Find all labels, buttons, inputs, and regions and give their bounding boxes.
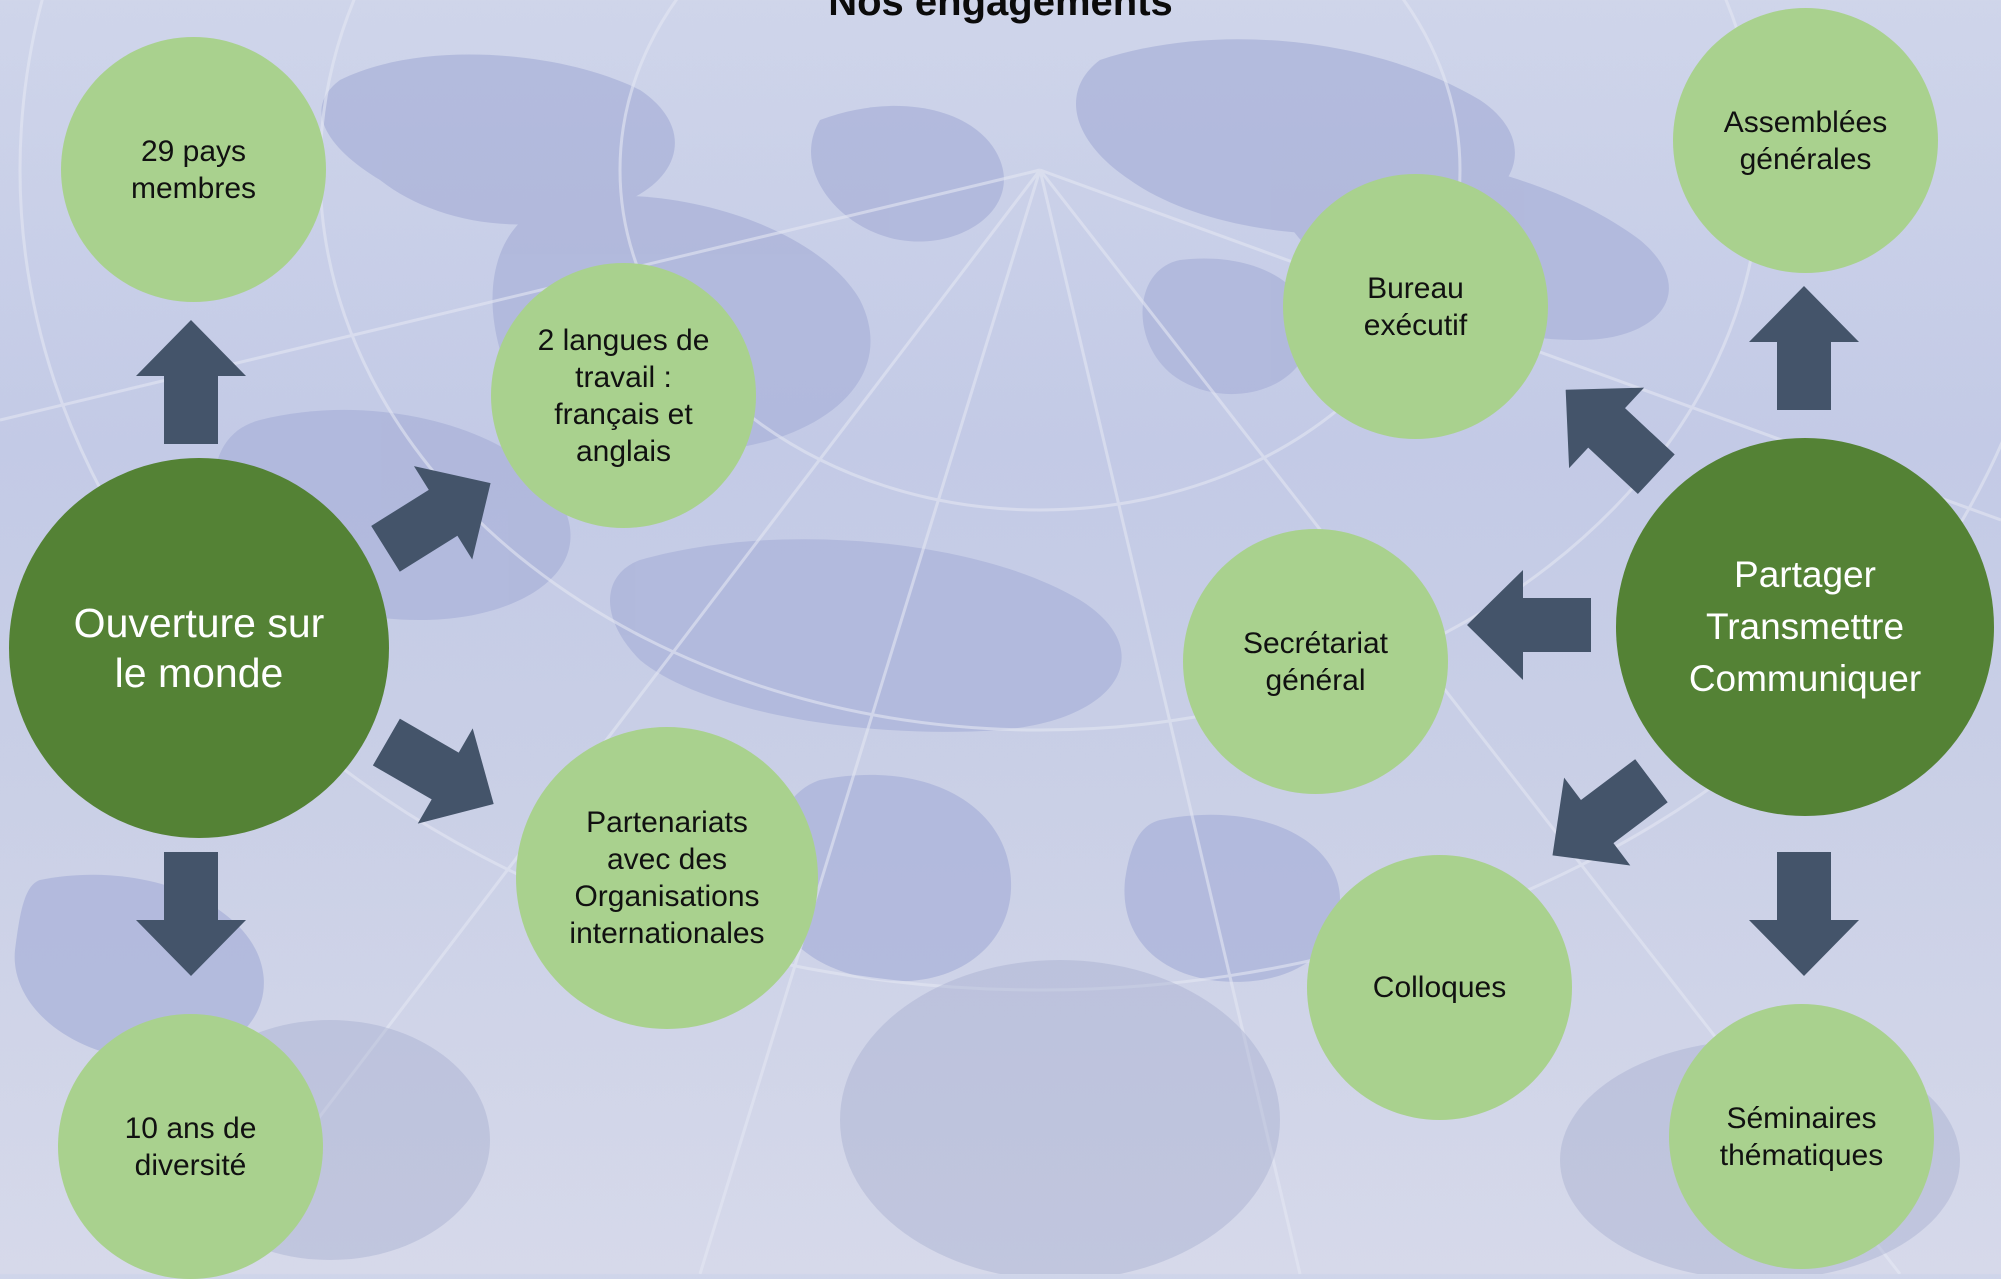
node-seminars: Séminaires thématiques — [1669, 1004, 1934, 1269]
hub-label: Partager Transmettre Communiquer — [1688, 554, 1922, 699]
node-member-countries: 29 pays membres — [61, 37, 326, 302]
node-label: Assemblées générales — [1723, 105, 1888, 176]
node-label: Colloques — [1372, 971, 1507, 1004]
arrow-up-icon — [1749, 286, 1859, 410]
node-label: 29 pays membres — [130, 134, 257, 205]
arrow-down-icon — [136, 852, 246, 976]
arrow-left-icon — [1467, 570, 1591, 680]
hub-openness: Ouverture sur le monde — [9, 458, 389, 838]
arrow-up-icon — [136, 320, 246, 444]
arrow-down-left-icon — [1519, 737, 1684, 899]
node-partnerships: Partenariats avec des Organisations inte… — [516, 727, 818, 1029]
hub-label: Ouverture sur le monde — [73, 600, 325, 696]
page-title: Nos engagements — [828, 0, 1173, 24]
hub-share: Partager Transmettre Communiquer — [1616, 438, 1994, 816]
node-label: Séminaires thématiques — [1719, 1101, 1884, 1172]
arrow-up-left-icon — [1528, 349, 1694, 514]
node-general-assemblies: Assemblées générales — [1673, 8, 1938, 273]
node-executive-bureau: Bureau exécutif — [1283, 174, 1548, 439]
node-colloquia: Colloques — [1307, 855, 1572, 1120]
node-working-languages: 2 langues de travail : français et angla… — [491, 263, 756, 528]
node-diversity: 10 ans de diversité — [58, 1014, 323, 1279]
node-label: Bureau exécutif — [1363, 271, 1468, 342]
node-label: 2 langues de travail : français et angla… — [537, 323, 710, 468]
arrow-down-right-icon — [359, 694, 521, 851]
node-secretariat: Secrétariat général — [1183, 529, 1448, 794]
node-label: Secrétariat général — [1242, 626, 1389, 697]
node-label: 10 ans de diversité — [124, 1111, 257, 1182]
node-label: Partenariats avec des Organisations inte… — [569, 806, 765, 950]
arrow-up-right-icon — [356, 437, 519, 596]
arrow-down-icon — [1749, 852, 1859, 976]
